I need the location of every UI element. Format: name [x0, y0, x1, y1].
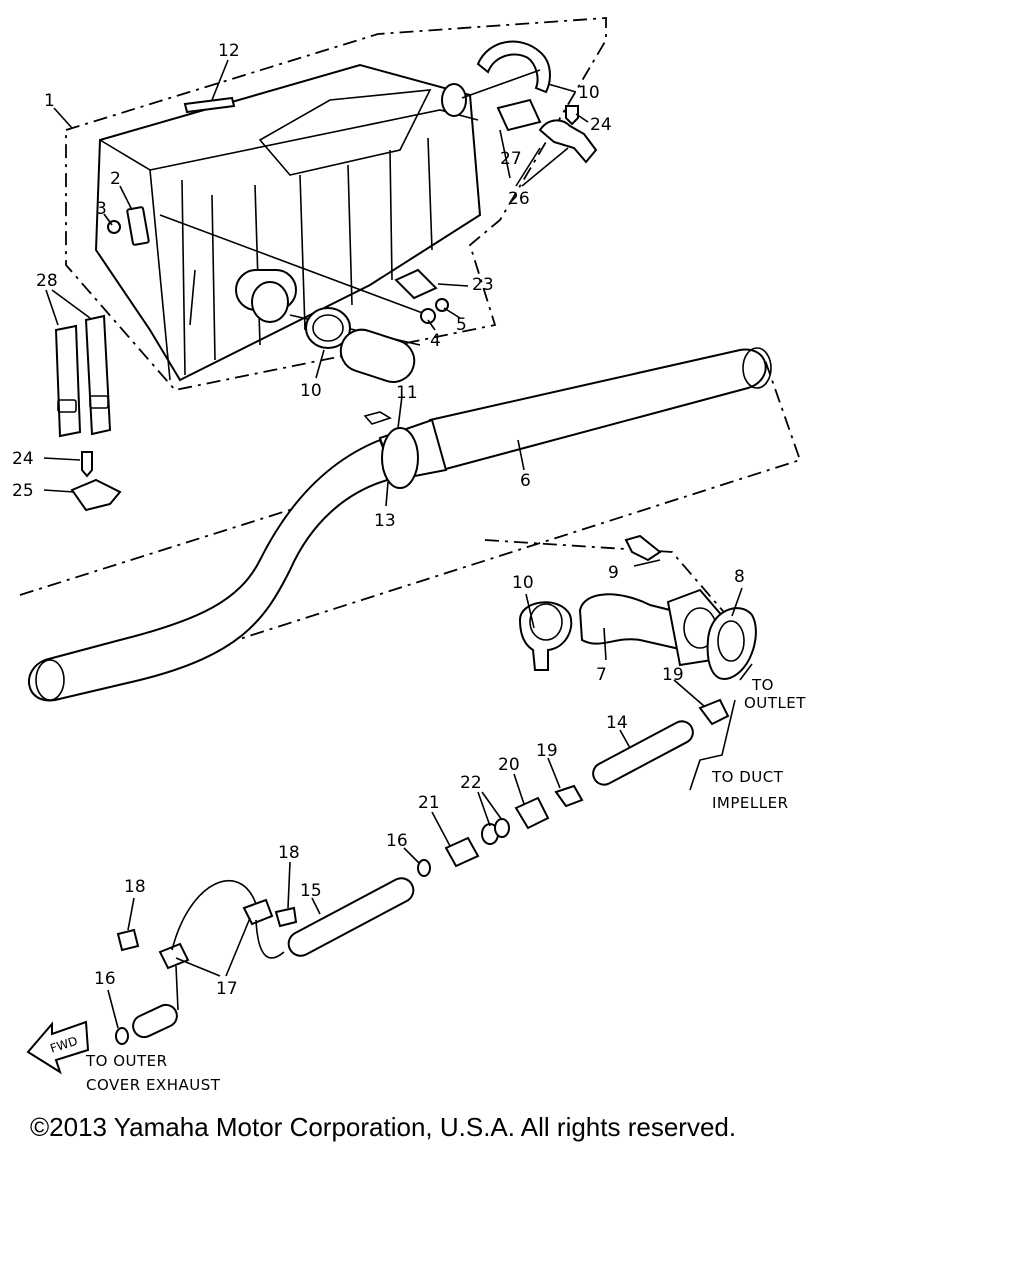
chamber-group-outline [65, 17, 607, 391]
bolt-24-top [565, 105, 579, 126]
callout-24-left: 24 [12, 449, 34, 469]
callout-22: 22 [460, 773, 482, 793]
clamp-10-top [476, 40, 551, 94]
callout-3: 3 [96, 199, 107, 219]
callout-11: 11 [396, 383, 418, 403]
plate-23 [394, 268, 438, 300]
screw-18-b [116, 928, 140, 952]
callout-28: 28 [36, 271, 58, 291]
callout-12: 12 [218, 41, 240, 61]
screw-18-a [274, 906, 298, 928]
note-to-outlet-1: TO [751, 676, 774, 694]
clamp-19-upper [698, 698, 730, 726]
clamp-17-b [158, 942, 190, 970]
callout-9: 9 [608, 563, 619, 583]
clamp-11 [381, 427, 419, 489]
bolt-24-bottom [81, 451, 93, 478]
clamp-10-elbow [518, 601, 573, 671]
water-chamber [94, 63, 482, 382]
callout-13: 13 [374, 511, 396, 531]
washer-4 [420, 308, 436, 324]
bracket-27 [496, 98, 542, 132]
callout-10-top: 10 [578, 83, 600, 103]
callout-16-bottom: 16 [94, 969, 116, 989]
callout-7: 7 [596, 665, 607, 685]
bracket-25 [70, 478, 122, 512]
callout-24-top: 24 [590, 115, 612, 135]
callout-23: 23 [472, 275, 494, 295]
callout-10-elbow: 10 [512, 573, 534, 593]
hose-15 [287, 877, 415, 957]
note-to-outer-1: TO OUTER [85, 1052, 168, 1070]
bolt-9 [624, 534, 662, 562]
callout-26: 26 [508, 189, 530, 209]
note-to-duct-1: TO DUCT [711, 768, 784, 786]
fitting-20 [514, 796, 550, 830]
callout-20: 20 [498, 755, 520, 775]
callout-10-chamber: 10 [300, 381, 322, 401]
callout-19-lower: 19 [536, 741, 558, 761]
gasket-8 [706, 607, 757, 680]
callout-2: 2 [110, 169, 121, 189]
elbow-group-outline [484, 539, 749, 641]
callout-6: 6 [520, 471, 531, 491]
callout-25: 25 [12, 481, 34, 501]
callout-15: 15 [300, 881, 322, 901]
fwd-arrow-icon [26, 1020, 90, 1075]
hose-14 [592, 720, 694, 786]
clamp-10-chamber [305, 307, 351, 349]
callout-4: 4 [430, 331, 441, 351]
strap-28b [84, 314, 112, 436]
callout-17: 17 [216, 979, 238, 999]
callout-27: 27 [500, 149, 522, 169]
callout-1: 1 [44, 91, 55, 111]
callout-18-left: 18 [124, 877, 146, 897]
strap-28a [54, 324, 82, 438]
callout-5: 5 [456, 315, 467, 335]
note-to-outlet-2: OUTLET [744, 694, 806, 712]
valve-21 [444, 836, 480, 868]
note-to-outer-2: COVER EXHAUST [86, 1076, 221, 1094]
washer-22b [494, 818, 510, 838]
pad-12 [183, 96, 236, 114]
clip-16-bottom [115, 1027, 129, 1045]
callout-14: 14 [606, 713, 628, 733]
note-to-duct-2: IMPELLER [712, 794, 789, 812]
plate-2 [126, 206, 150, 246]
callout-8: 8 [734, 567, 745, 587]
clip-26 [538, 119, 598, 164]
callout-18-mid: 18 [278, 843, 300, 863]
callout-16-mid: 16 [386, 831, 408, 851]
clip-16-mid [417, 859, 431, 877]
clamp-19-lower [554, 784, 584, 808]
callout-19-upper: 19 [662, 665, 684, 685]
callout-21: 21 [418, 793, 440, 813]
exhaust-hose [28, 347, 772, 702]
hose-stub-bottom [132, 1003, 178, 1039]
copyright-notice: ©2013 Yamaha Motor Corporation, U.S.A. A… [30, 1112, 737, 1142]
stub-hose [339, 328, 416, 383]
